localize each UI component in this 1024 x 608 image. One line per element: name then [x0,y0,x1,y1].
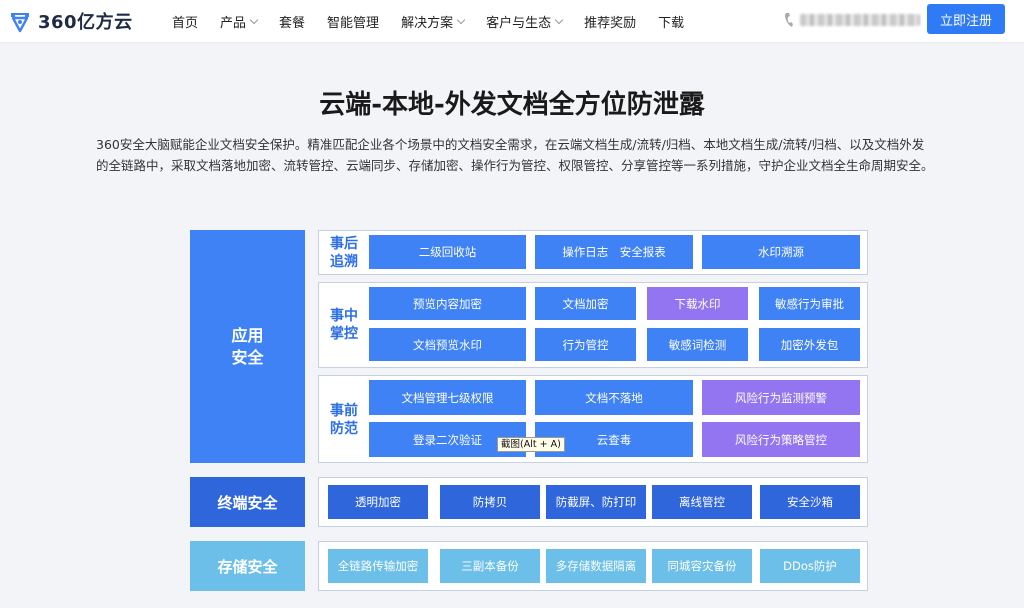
storage-security-block: 存储安全 [190,541,305,591]
nav-item-label: 客户与生态 [486,15,552,31]
phone-number [784,12,920,28]
feature-preview-watermark: 文档预览水印 [369,328,526,361]
chevron-down-icon [554,15,564,24]
feature-behavior-control: 行为管控 [535,328,636,361]
nav-item-home[interactable]: 首页 [172,12,198,31]
nav-item-label: 首页 [172,15,199,31]
nav-item-label: 产品 [220,15,247,31]
page-title: 云端-本地-外发文档全方位防泄露 [319,90,705,120]
feature-download-watermark: 下载水印 [647,287,748,320]
chevron-down-icon [456,15,466,24]
feature-recycle-bin: 二级回收站 [369,235,526,269]
nav-item-label: 推荐奖励 [584,15,637,31]
page-description: 360安全大脑赋能企业文档安全保护。精准匹配企业各个场景中的文档安全需求，在云端… [96,137,934,173]
app-security-block: 应用 安全 [190,230,305,463]
feature-sensitive-approval: 敏感行为审批 [759,287,860,320]
after-label: 事后 追溯 [326,235,362,271]
nav-item-label: 解决方案 [401,15,454,31]
nav-item-referral[interactable]: 推荐奖励 [584,12,636,31]
logo[interactable]: 360亿方云 [8,8,133,34]
screenshot-tooltip: 截图(Alt + A) [497,437,565,452]
nav-item-label: 智能管理 [327,15,380,31]
nav-item-solutions[interactable]: 解决方案 [401,12,466,31]
during-label-2: 掌控 [330,326,358,342]
register-button[interactable]: 立即注册 [927,4,1005,34]
feature-encrypted-package: 加密外发包 [759,328,860,361]
top-nav: 360亿方云 首页 产品 套餐 智能管理 解决方案 客户与生态 推荐奖励 下载 … [0,0,1024,42]
nav-item-smart-management[interactable]: 智能管理 [327,12,379,31]
before-label: 事前 防范 [326,402,362,438]
logo-text: 360亿方云 [38,12,133,33]
feature-risk-monitoring: 风险行为监测预警 [702,380,860,415]
feature-preview-encrypt: 预览内容加密 [369,287,526,320]
chevron-down-icon [249,15,259,24]
feature-anti-copy: 防拷贝 [440,485,540,519]
app-security-label-2: 安全 [231,347,264,367]
nav-item-products[interactable]: 产品 [220,12,259,31]
terminal-security-block: 终端安全 [190,477,305,527]
nav-item-customers[interactable]: 客户与生态 [486,12,564,31]
feature-transparent-encrypt: 透明加密 [328,485,428,519]
before-label-1: 事前 [330,403,358,419]
feature-disaster-recovery: 同城容灾备份 [652,549,752,583]
phone-number-blurred [800,14,920,26]
feature-triple-backup: 三副本备份 [440,549,540,583]
after-label-1: 事后 [330,236,358,252]
feature-operation-log: 操作日志 安全报表 [535,235,693,269]
nav-menu: 首页 产品 套餐 智能管理 解决方案 客户与生态 推荐奖励 下载 [172,0,706,42]
feature-seven-level-permission: 文档管理七级权限 [369,380,526,415]
feature-sensitive-words: 敏感词检测 [647,328,748,361]
nav-item-plans[interactable]: 套餐 [279,12,305,31]
feature-watermark-trace: 水印溯源 [702,235,860,269]
nav-item-label: 下载 [658,15,685,31]
feature-offline-control: 离线管控 [652,485,752,519]
feature-doc-encrypt: 文档加密 [535,287,636,320]
feature-ddos-protection: DDos防护 [760,549,860,583]
phone-icon [784,12,794,28]
app-security-label-1: 应用 [231,325,264,345]
nav-item-label: 套餐 [279,15,306,31]
before-label-2: 防范 [330,421,358,437]
feature-risk-policy: 风险行为策略管控 [702,422,860,457]
feature-anti-screenshot: 防截屏、防打印 [546,485,646,519]
feature-sandbox: 安全沙箱 [760,485,860,519]
after-label-2: 追溯 [330,254,358,270]
feature-no-local-doc: 文档不落地 [535,380,693,415]
logo-shield-icon [8,9,32,33]
during-label: 事中 掌控 [326,307,362,343]
nav-item-download[interactable]: 下载 [658,12,684,31]
during-label-1: 事中 [330,308,358,324]
feature-storage-isolation: 多存储数据隔离 [546,549,646,583]
feature-transfer-encrypt: 全链路传输加密 [328,549,428,583]
